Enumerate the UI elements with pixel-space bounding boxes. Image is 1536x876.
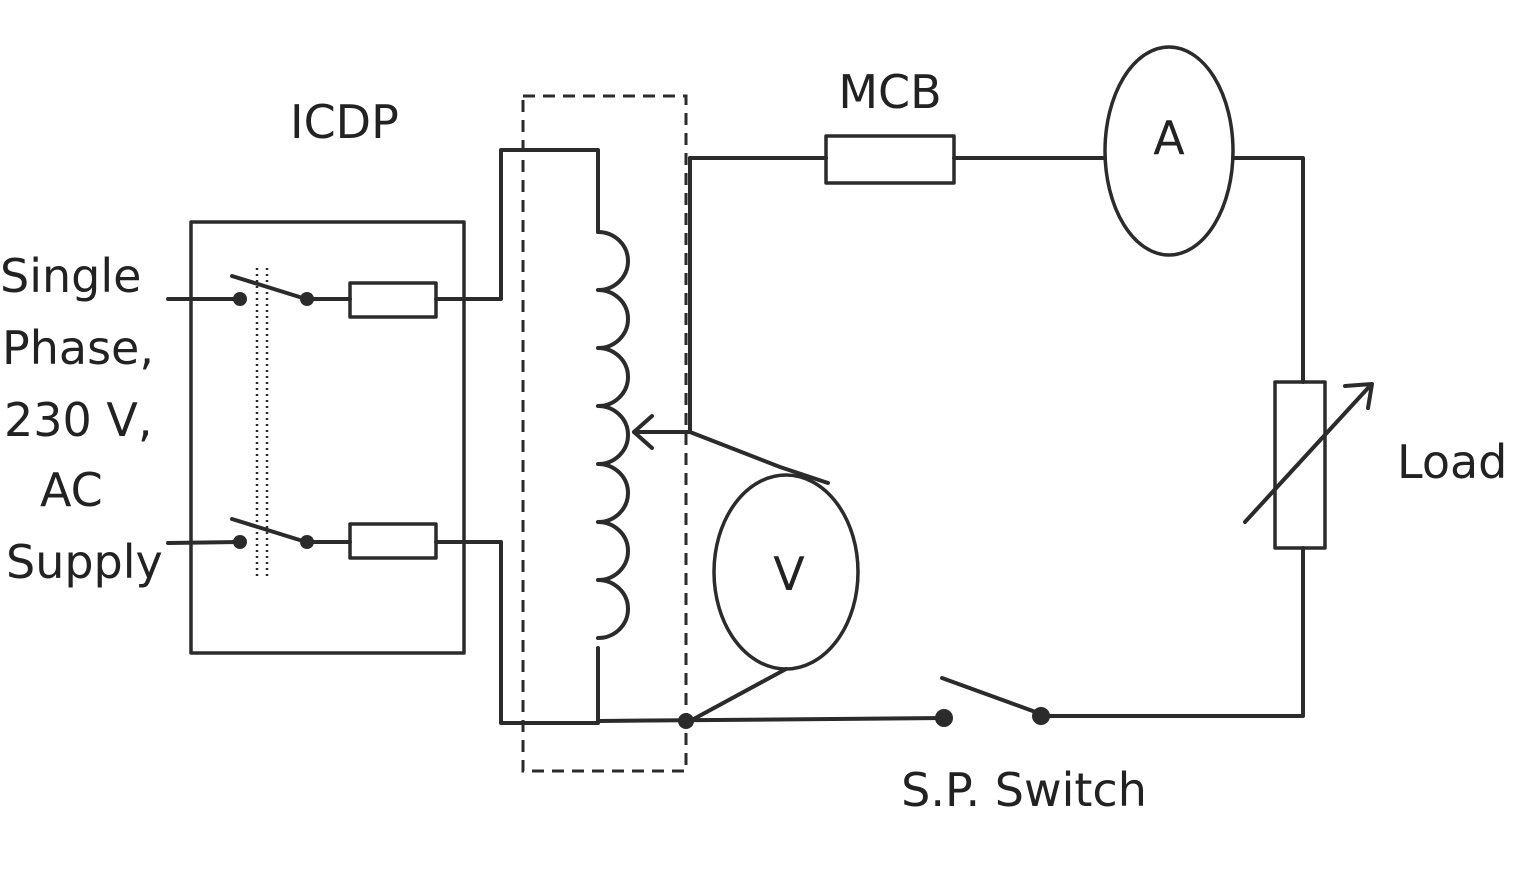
ammeter [1103,45,1235,257]
voltmeter-lead-top [688,430,830,485]
wire-load-to-switch [1039,546,1305,718]
mcb-label: MCB [838,65,941,119]
wiper-arrow-icon [632,414,654,450]
icdp-pole-1-blade [230,274,308,301]
icdp-pole-1-contact-a [233,292,247,306]
voltmeter-lead-bottom [688,667,788,723]
mcb-symbol [824,134,956,185]
wire-ammeter-to-load [1231,156,1305,384]
autotransformer-input-top [434,148,600,301]
sp-switch-blade [940,676,1043,716]
output-circuit: MCB A Load S.P. Switch V [596,45,1507,817]
icdp-fuse-2 [348,522,438,560]
icdp-label: ICDP [290,95,399,149]
icdp-pole-2-blade [230,517,308,544]
supply-label: Single Phase, 230 V, AC Supply [0,249,163,589]
supply-label-line-2: Phase, [2,321,154,375]
load-label: Load [1397,435,1507,489]
wire-switch-to-return [596,716,946,723]
voltmeter-label: V [773,547,805,601]
autotransformer-winding [596,230,630,640]
autotransformer [434,94,692,773]
supply-label-line-1: Single [0,249,141,303]
supply-label-line-5: Supply [6,535,163,589]
load-variable-arrow [1243,386,1370,524]
icdp-fuse-1 [348,281,438,319]
supply-label-line-4: AC [40,463,103,517]
variable-arrow-head-icon [1343,382,1374,410]
icdp-switch: ICDP [166,95,466,655]
load-resistor [1273,380,1327,550]
sp-switch-label: S.P. Switch [901,763,1147,817]
icdp-enclosure [189,220,466,655]
icdp-pole-2-contact-a [233,535,247,549]
autotransformer-input-bottom [434,540,600,725]
supply-label-line-3: 230 V, [4,393,153,447]
return-junction [678,713,694,729]
ammeter-label: A [1153,111,1185,165]
supply-line-neutral [166,540,242,545]
